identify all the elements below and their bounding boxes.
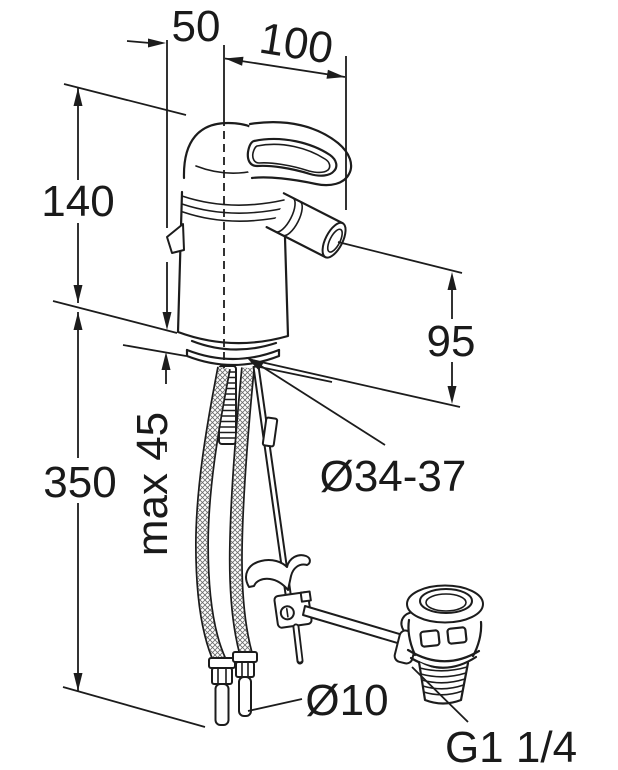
extension-line xyxy=(62,686,206,728)
arrowhead xyxy=(161,352,171,370)
dim-10-label: Ø10 xyxy=(305,676,388,725)
arrowhead xyxy=(73,673,83,691)
dim-g114-label: G1 1/4 xyxy=(445,723,577,770)
extension-line xyxy=(63,83,187,116)
temperature-limit-tab xyxy=(166,223,185,254)
arrowhead xyxy=(73,312,83,330)
dim-34-37-label: Ø34-37 xyxy=(320,452,467,501)
arrowhead xyxy=(326,69,345,79)
callout-hose-diameter: Ø10 xyxy=(247,676,389,725)
dimension-95: 95 xyxy=(337,241,476,404)
pop-up-waste xyxy=(393,584,484,705)
dim-140-label: 140 xyxy=(41,177,114,226)
leader-line xyxy=(411,666,469,723)
callout-hole-diameter: Ø34-37 xyxy=(246,357,466,501)
dim-max45-label: max 45 xyxy=(128,412,177,556)
extension-line xyxy=(337,241,463,274)
dimensions: 50 100 140 350 xyxy=(41,2,577,770)
dimension-50: 50 xyxy=(126,2,221,228)
arrowhead xyxy=(162,312,172,330)
deck-underside-line-left xyxy=(122,344,187,357)
deck-lines xyxy=(52,300,461,408)
waste-thread xyxy=(417,660,470,705)
callout-waste-thread: G1 1/4 xyxy=(411,666,577,770)
arrowhead xyxy=(246,357,264,371)
arrowhead xyxy=(447,386,457,404)
deck-underside-line-right xyxy=(254,365,333,383)
faucet-body xyxy=(166,190,290,345)
supply-hose-right xyxy=(228,367,258,717)
waste-collar xyxy=(406,648,481,669)
leader-line xyxy=(260,365,386,446)
dimension-350: 350 xyxy=(43,312,206,728)
arrowhead xyxy=(73,285,83,303)
dim-95-label: 95 xyxy=(427,317,476,366)
hose-connector-left xyxy=(208,657,236,726)
arrowhead xyxy=(73,88,83,106)
leader-line xyxy=(247,698,303,712)
deck-top-extension-right xyxy=(251,359,461,408)
waste-slots xyxy=(419,626,468,648)
spout xyxy=(265,192,347,259)
arrowhead xyxy=(148,38,166,48)
deck-top-line-left xyxy=(52,300,178,334)
faucet-group xyxy=(166,121,353,726)
handle-loop-cutout xyxy=(246,137,338,177)
arrowhead xyxy=(225,56,244,66)
dimension-max-45: max 45 xyxy=(128,262,177,556)
arrowhead xyxy=(447,272,457,290)
dim-100-label: 100 xyxy=(256,14,336,74)
rod-retainer-clip xyxy=(245,554,311,591)
dim-50-label: 50 xyxy=(172,2,221,51)
dimension-100: 100 xyxy=(224,14,347,210)
rod-clamp xyxy=(273,590,313,629)
dim-350-label: 350 xyxy=(43,458,116,507)
dimension-140: 140 xyxy=(41,83,187,303)
rod-stub xyxy=(292,623,304,665)
handle-outline xyxy=(248,121,353,187)
hose-connector-right xyxy=(232,651,258,717)
lever-handle xyxy=(182,121,353,187)
